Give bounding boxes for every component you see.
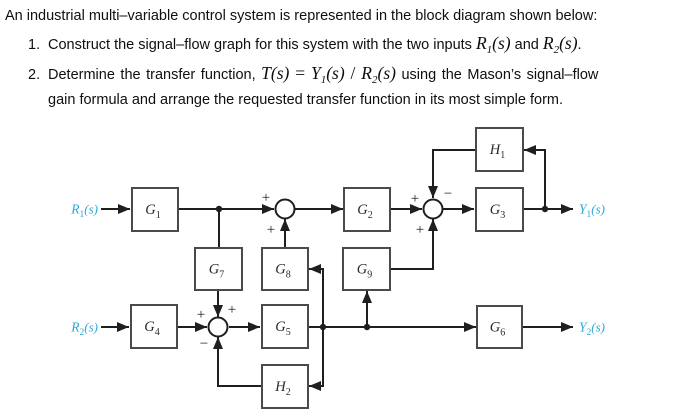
signal-label-R2: R2(s) bbox=[70, 320, 98, 339]
wire-h1-to-s2 bbox=[428, 149, 476, 198]
sign-s2-top-minus: − bbox=[444, 186, 452, 202]
sign-s1-left-plus: + bbox=[262, 190, 270, 206]
text-run: Determine the transfer function, bbox=[48, 67, 262, 83]
item-1-text: Construct the signal–flow graph for this… bbox=[48, 33, 582, 56]
problem-intro: An industrial multi–variable control sys… bbox=[5, 5, 597, 28]
block-G9 bbox=[342, 247, 391, 291]
sign-s1-bottom-plus: + bbox=[267, 222, 275, 238]
block-label-G1: G1 bbox=[145, 202, 160, 221]
sign-s3-bottom-minus: − bbox=[200, 336, 208, 352]
text-run: and bbox=[510, 37, 543, 53]
sum-junction-S2 bbox=[422, 198, 444, 220]
block-G2 bbox=[343, 187, 391, 232]
block-G4 bbox=[130, 304, 178, 349]
text-run: / bbox=[344, 63, 362, 83]
signal-label-Y1: Y1(s) bbox=[579, 202, 605, 221]
text-run: Construct the signal–flow graph for this… bbox=[48, 37, 476, 53]
signal-label-Y2: Y2(s) bbox=[579, 320, 605, 339]
block-label-H2: H2 bbox=[274, 379, 290, 398]
block-label-G3: G3 bbox=[490, 202, 505, 221]
block-G5 bbox=[261, 304, 309, 349]
wire-h2-to-s3 bbox=[213, 337, 262, 387]
text-run: . bbox=[577, 37, 582, 53]
problem-item-2-line-2: gain formula and arrange the requested t… bbox=[48, 89, 563, 112]
text-run: = bbox=[289, 63, 311, 83]
problem-intro-text: An industrial multi–variable control sys… bbox=[5, 8, 598, 24]
signal-label-R1: R1(s) bbox=[70, 202, 98, 221]
tap-dot-tap3 bbox=[319, 323, 327, 331]
problem-item-2-line-1: 2. Determine the transfer function, T(s) … bbox=[28, 62, 598, 87]
tap-dot-tap4 bbox=[363, 323, 371, 331]
item-2-number: 2. bbox=[28, 67, 41, 83]
text-run: T(s) bbox=[261, 63, 290, 83]
sum-junction-S1 bbox=[274, 198, 296, 220]
block-label-G8: G8 bbox=[275, 262, 290, 281]
block-label-G9: G9 bbox=[357, 262, 372, 281]
block-label-G4: G4 bbox=[144, 319, 159, 338]
block-label-G7: G7 bbox=[209, 262, 224, 281]
block-G3 bbox=[475, 187, 524, 232]
block-G6 bbox=[476, 305, 523, 349]
text-run: R2(s) bbox=[361, 63, 396, 86]
block-G1 bbox=[131, 187, 179, 232]
text-run: gain formula and arrange the requested t… bbox=[48, 92, 564, 108]
block-label-G2: G2 bbox=[357, 202, 372, 221]
text-run: R2(s) bbox=[542, 33, 578, 56]
text-run: using the Mason’s signal–flow bbox=[395, 67, 599, 83]
sign-s3-left-plus: + bbox=[197, 307, 205, 323]
block-label-G6: G6 bbox=[490, 320, 505, 339]
sign-s3-top-plus: + bbox=[228, 302, 236, 318]
wire-tap3-to-g8 bbox=[309, 264, 324, 327]
block-label-H1: H1 bbox=[489, 142, 505, 161]
block-H1 bbox=[475, 127, 524, 172]
sign-s2-bottom-plus: + bbox=[416, 222, 424, 238]
block-G8 bbox=[261, 247, 309, 291]
text-run: R1(s) bbox=[475, 33, 511, 56]
wire-g9-to-s2 bbox=[390, 219, 438, 270]
sign-s2-left-plus: + bbox=[411, 191, 419, 207]
text-run: Y1(s) bbox=[310, 63, 345, 86]
sum-junction-S3 bbox=[207, 316, 229, 338]
problem-item-1: 1. Construct the signal–flow graph for th… bbox=[28, 32, 582, 57]
tap-dot-tap1 bbox=[215, 205, 223, 213]
block-H2 bbox=[261, 364, 309, 409]
item-2-text-line-2: gain formula and arrange the requested t… bbox=[48, 92, 563, 108]
block-label-G5: G5 bbox=[275, 319, 290, 338]
wire-tap3-to-h2 bbox=[309, 327, 324, 391]
block-G7 bbox=[194, 247, 243, 291]
wire-tap2-to-h1 bbox=[524, 145, 546, 209]
item-2-text-line-1: Determine the transfer function, T(s) = … bbox=[48, 63, 599, 86]
tap-dot-tap2 bbox=[541, 205, 549, 213]
item-1-number: 1. bbox=[28, 37, 41, 53]
